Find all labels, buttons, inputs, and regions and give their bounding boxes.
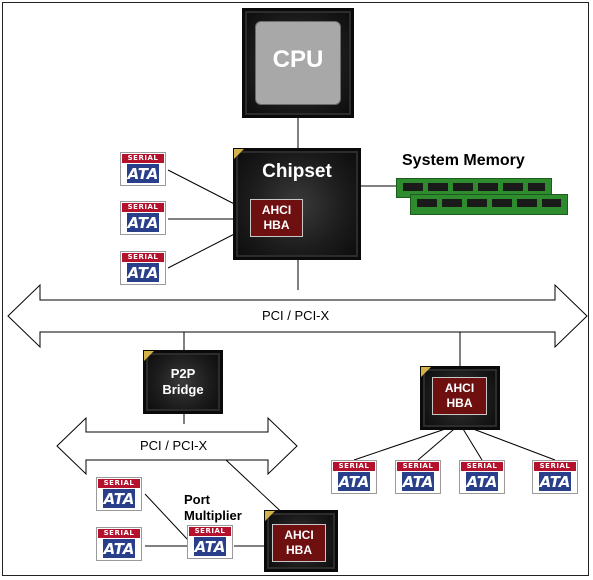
sata-band-text: SERIAL <box>122 253 164 262</box>
sata-logo-text: ATA <box>466 472 498 491</box>
system-memory-label: System Memory <box>402 152 525 169</box>
sata-logo-text: ATA <box>338 472 370 491</box>
hba-label-line2: HBA <box>263 218 290 232</box>
pci-secondary-bus-label: PCI / PCI-X <box>140 438 208 453</box>
sata-logo-text: ATA <box>103 539 135 558</box>
bridge-label-line1: P2P <box>170 366 196 381</box>
sata-drive-icon: SERIAL ATA <box>120 152 166 186</box>
sata-drive-icon: SERIAL ATA <box>96 527 142 561</box>
sata-band-text: SERIAL <box>98 529 140 538</box>
cpu-label: CPU <box>272 46 324 73</box>
sata-band-text: SERIAL <box>122 154 164 163</box>
sata-logo-text: ATA <box>539 472 571 491</box>
sata-drive-icon: SERIAL ATA <box>395 460 441 494</box>
hba-label-line1: AHCI <box>261 203 292 217</box>
pci-secondary-bus-arrow <box>56 416 298 476</box>
sata-logo-text: ATA <box>127 263 159 282</box>
chipset-ahci-hba: AHCI HBA <box>250 199 303 237</box>
sata-drive-icon: SERIAL ATA <box>120 251 166 285</box>
pci-main-bus-label: PCI / PCI-X <box>262 308 330 323</box>
hba-label-line1: AHCI <box>284 528 314 542</box>
sata-drive-icon: SERIAL ATA <box>532 460 578 494</box>
memory-module-2 <box>410 194 568 215</box>
pin1-marker <box>421 367 431 377</box>
hba-label-line2: HBA <box>286 543 312 557</box>
hba-right-sata-link-2 <box>417 423 461 461</box>
port-multiplier-sata-icon: SERIAL ATA <box>187 525 233 559</box>
hba-right-sata-link-3 <box>459 423 483 461</box>
right-ahci-hba: AHCI HBA <box>432 377 487 415</box>
sata-logo-text: ATA <box>103 489 135 508</box>
bridge-label: P2P Bridge <box>146 366 220 398</box>
hba-label-line1: AHCI <box>444 381 475 395</box>
pin1-marker <box>144 351 154 361</box>
sata-band-text: SERIAL <box>333 462 375 471</box>
sata-logo-text: ATA <box>194 537 226 556</box>
p2p-bridge-chip: P2P Bridge <box>143 350 223 414</box>
sata-drive-icon: SERIAL ATA <box>96 477 142 511</box>
memory-chips <box>403 183 545 191</box>
sata-logo-text: ATA <box>127 213 159 232</box>
sata-logo-text: ATA <box>402 472 434 491</box>
chipset-label: Chipset <box>262 161 332 182</box>
pm-sata-link-1 <box>144 493 189 541</box>
sata-band-text: SERIAL <box>461 462 503 471</box>
sata-drive-icon: SERIAL ATA <box>331 460 377 494</box>
pci-main-bus-arrow <box>7 283 588 349</box>
hba-right-sata-link-1 <box>353 423 461 461</box>
hba-label-line2: HBA <box>446 396 473 410</box>
cpu-die <box>255 21 341 105</box>
bottom-ahci-hba: AHCI HBA <box>272 524 326 562</box>
memory-chips <box>417 199 561 207</box>
diagram-frame <box>2 2 589 576</box>
hba-right-sata-link-4 <box>459 423 556 461</box>
pin1-marker <box>265 511 275 521</box>
port-multiplier-line1: Port <box>184 492 210 507</box>
sata-logo-text: ATA <box>127 164 159 183</box>
sata-band-text: SERIAL <box>189 527 231 536</box>
cpu-chip: CPU <box>242 8 354 118</box>
bridge-label-line2: Bridge <box>162 382 204 397</box>
pin1-marker <box>234 149 244 159</box>
sata-drive-icon: SERIAL ATA <box>459 460 505 494</box>
sata-band-text: SERIAL <box>534 462 576 471</box>
sata-band-text: SERIAL <box>98 479 140 488</box>
port-multiplier-line2: Multiplier <box>184 508 242 523</box>
sata-drive-icon: SERIAL ATA <box>120 201 166 235</box>
port-multiplier-label: Port Multiplier <box>184 492 242 524</box>
sata-band-text: SERIAL <box>122 203 164 212</box>
sata-band-text: SERIAL <box>397 462 439 471</box>
